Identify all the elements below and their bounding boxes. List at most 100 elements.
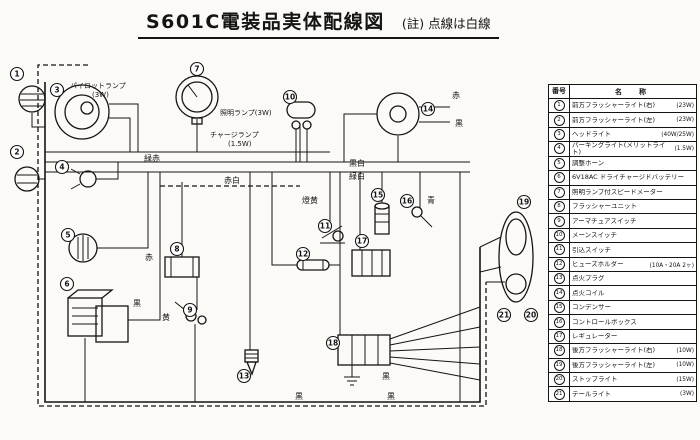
wire-color-label: 黒 [133,299,141,308]
wire-fan3 [389,346,481,352]
callout-20: 20 [523,307,539,323]
part-name: メーンスイッチ [572,232,618,239]
main-switch-assembly [286,101,316,130]
svg-text:10: 10 [285,93,295,102]
part-spec: (10W) [676,347,694,354]
wire-color-label: 赤白 [224,175,240,185]
row-number-badge: 11 [549,243,570,257]
parking-light [70,168,97,190]
component-label: パイロットランプ [70,82,126,90]
wire-parking [96,162,119,180]
part-name: テールライト [572,390,611,398]
part-name: 6V18AC ドライチャージドバッテリー [572,174,685,182]
wire-color-label: 黒 [387,392,395,401]
part-name: 後方フラッシャーライト(左) [572,361,656,369]
title-main: S601C電装品実体配線図 [146,11,385,33]
part-name: 点火コイル [572,289,605,297]
component-label: チャージランプ [210,131,259,139]
row-number-badge: 6 [549,171,570,185]
wire-coil-a [343,113,377,162]
part-spec: (3W) [680,391,694,398]
white-wire-outline [37,64,487,407]
part-name: 前方フラッシャーライト(右) [572,102,656,110]
wire-fan2 [389,326,481,346]
wire-color-label: 黄 [162,312,170,322]
component-label: (1.5W) [228,140,252,148]
header-number: 番号 [549,85,570,98]
callout-13: 13 [236,368,252,384]
part-spec: (23W) [676,102,694,109]
row-number-badge: 15 [549,300,570,315]
part-name: ストップライト [572,376,618,384]
part-name: レギュレーター [572,333,618,340]
tail-lamp-assembly [498,211,534,303]
callout-5: 5 [60,227,76,243]
wire-fuse-a [271,172,297,266]
wire-color-label-layer: 赤黒緑赤赤白黒白緑白燈黄青赤黒黄黒黒黒 [133,91,463,401]
part-name: フラッシャーユニット [572,203,637,211]
row-number-badge: 14 [549,286,570,300]
callout-10: 10 [282,89,298,105]
svg-text:18: 18 [328,339,338,348]
svg-text:21: 21 [499,311,509,320]
spark-plug [244,349,259,376]
wire-headlight-b [109,117,131,152]
row-number-badge: 20 [549,373,570,387]
flasher-unit [164,256,200,278]
row-number-badge: 17 [549,329,570,344]
ground-symbol [344,365,360,386]
svg-text:1: 1 [14,70,19,79]
horn [68,233,98,263]
svg-text:14: 14 [423,105,433,114]
callout-15: 15 [370,187,386,203]
wire-fan5 [389,362,481,381]
row-number-badge: 1 [549,99,570,113]
wire-color-label: 緑白 [349,171,365,181]
part-name: 点火プラグ [572,275,605,283]
row-number-badge: 19 [549,358,570,372]
wire-color-label: 黒 [295,392,303,401]
wire-color-label: 黒白 [349,158,365,168]
title-note: (註) 点線は白線 [401,16,491,31]
callout-8: 8 [169,241,185,257]
callout-9: 9 [182,302,198,318]
callout-18: 18 [325,335,341,351]
part-spec: (15W) [676,376,694,383]
wire-color-label: 黒 [455,119,463,128]
svg-text:16: 16 [402,197,412,206]
row-number-badge: 9 [549,214,570,228]
callout-7: 7 [189,61,205,77]
callout-19: 19 [516,194,532,210]
terminal-bolt [411,206,433,228]
wire-horn [97,172,149,249]
header-name: 名 称 [615,87,651,96]
part-spec: (1.5W) [674,145,694,152]
callout-1: 1 [9,66,25,82]
part-name: アーマチュアスイッチ [572,217,637,225]
component-label: (3W) [92,91,109,99]
front-flasher-left [14,166,40,192]
row-number-badge: 5 [549,156,570,171]
svg-text:5: 5 [65,231,70,240]
wire-color-label: 赤 [145,253,153,262]
parts-table-header: 番号 名 称 [549,85,696,99]
part-name: 照明ランプ付スピードメーター [572,188,663,196]
row-number-badge: 3 [549,127,570,142]
headlight [54,84,110,140]
svg-text:12: 12 [298,250,308,259]
part-name: 後方フラッシャーライト(右) [572,347,656,355]
callout-2: 2 [9,144,25,160]
svg-text:19: 19 [519,198,529,207]
control-box [337,334,391,366]
